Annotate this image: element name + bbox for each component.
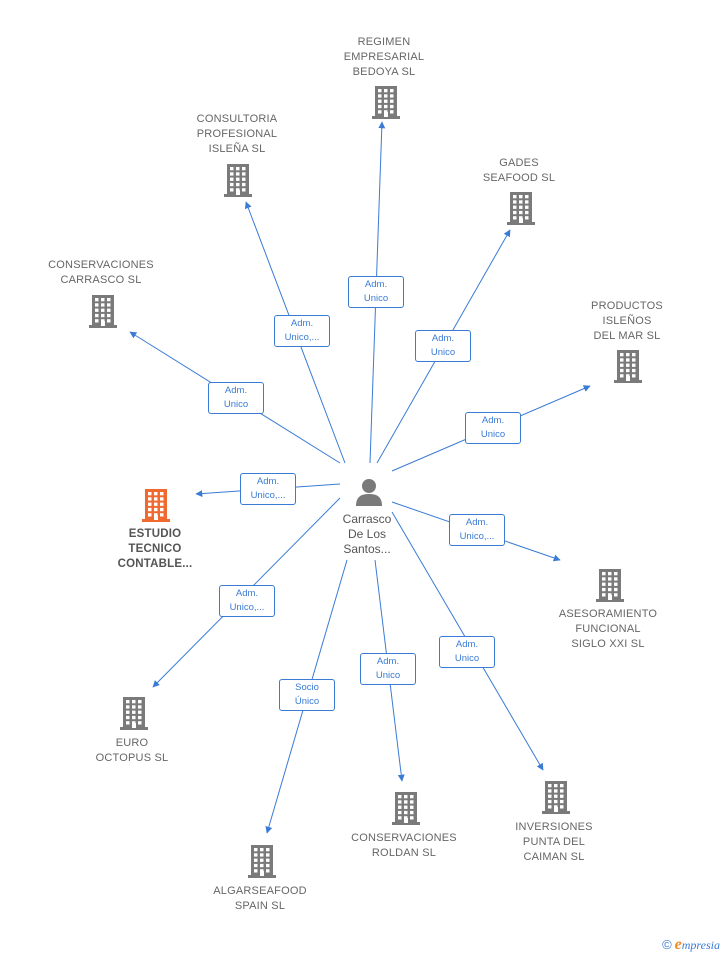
edge-label-inversiones[interactable]: Adm. Unico: [439, 636, 495, 668]
node-label-asesoramiento[interactable]: ASESORAMIENTO FUNCIONAL SIGLO XXI SL: [558, 608, 658, 650]
node-estudio[interactable]: ESTUDIO TECNICO CONTABLE...: [118, 527, 193, 572]
node-gades[interactable]: GADES SEAFOOD SL: [483, 156, 555, 186]
node-label-euro[interactable]: EURO OCTOPUS SL: [95, 737, 169, 764]
building-icon: [391, 791, 421, 825]
edge-label-gades[interactable]: Adm. Unico: [415, 330, 471, 362]
building-icon: [541, 780, 571, 814]
node-consultoria[interactable]: CONSULTORIA PROFESIONAL ISLEÑA SL: [197, 112, 278, 157]
edge-label-euro[interactable]: Adm. Unico,...: [219, 585, 275, 617]
node-conservaciones-carrasco[interactable]: CONSERVACIONES CARRASCO SL: [48, 258, 154, 288]
node-label-algarseafood[interactable]: ALGARSEAFOOD SPAIN SL: [213, 885, 307, 912]
node-label-conservaciones-carrasco[interactable]: CONSERVACIONES CARRASCO SL: [48, 259, 154, 286]
building-icon: [595, 568, 625, 602]
center-person-label[interactable]: Carrasco De Los Santos...: [342, 512, 392, 556]
node-productos[interactable]: PRODUCTOS ISLEÑOS DEL MAR SL: [591, 299, 663, 344]
node-label-estudio[interactable]: ESTUDIO TECNICO CONTABLE...: [117, 528, 193, 570]
edge-label-regimen[interactable]: Adm. Unico: [348, 276, 404, 308]
edge-label-conservaciones-roldan[interactable]: Adm. Unico: [360, 653, 416, 685]
node-label-conservaciones-roldan[interactable]: CONSERVACIONES ROLDAN SL: [351, 832, 457, 859]
node-algarseafood[interactable]: ALGARSEAFOOD SPAIN SL: [213, 884, 306, 914]
edge-label-consultoria[interactable]: Adm. Unico,...: [274, 315, 330, 347]
building-icon: [371, 85, 401, 119]
node-regimen[interactable]: REGIMEN EMPRESARIAL BEDOYA SL: [344, 35, 424, 80]
node-label-inversiones[interactable]: INVERSIONES PUNTA DEL CAIMAN SL: [515, 821, 593, 863]
building-icon: [506, 191, 536, 225]
building-icon: [223, 163, 253, 197]
node-inversiones[interactable]: INVERSIONES PUNTA DEL CAIMAN SL: [515, 820, 592, 865]
building-icon: [247, 844, 277, 878]
building-icon: [88, 294, 118, 328]
edge-label-estudio[interactable]: Adm. Unico,...: [240, 473, 296, 505]
edge-label-asesoramiento[interactable]: Adm. Unico,...: [449, 514, 505, 546]
node-label-productos[interactable]: PRODUCTOS ISLEÑOS DEL MAR SL: [591, 300, 663, 342]
edge-label-conservaciones-carrasco[interactable]: Adm. Unico: [208, 382, 264, 414]
brand-logo: © empresia: [662, 936, 720, 953]
node-asesoramiento[interactable]: ASESORAMIENTO FUNCIONAL SIGLO XXI SL: [559, 607, 657, 652]
building-icon: [141, 488, 171, 522]
node-euro[interactable]: EURO OCTOPUS SL: [96, 736, 169, 766]
node-label-regimen[interactable]: REGIMEN EMPRESARIAL BEDOYA SL: [343, 36, 425, 78]
building-icon: [119, 696, 149, 730]
edge-label-productos[interactable]: Adm. Unico: [465, 412, 521, 444]
node-label-consultoria[interactable]: CONSULTORIA PROFESIONAL ISLEÑA SL: [196, 113, 278, 155]
building-icon: [613, 349, 643, 383]
node-conservaciones-roldan[interactable]: CONSERVACIONES ROLDAN SL: [351, 831, 457, 861]
person-icon[interactable]: [354, 477, 384, 507]
node-label-gades[interactable]: GADES SEAFOOD SL: [482, 157, 556, 184]
edge-label-algarseafood[interactable]: Socio Único: [279, 679, 335, 711]
